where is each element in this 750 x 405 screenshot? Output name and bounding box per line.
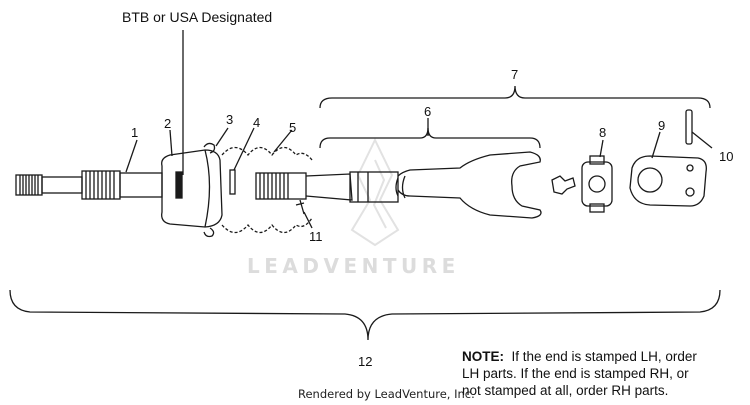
note-block: NOTE: If the end is stamped LH, order LH… [462, 348, 750, 399]
part-intermediate-shaft [255, 151, 542, 219]
leader-8 [599, 139, 604, 158]
bracket-7 [319, 85, 711, 109]
leader-11 [303, 211, 313, 229]
callout-5: 5 [289, 120, 297, 135]
callout-4: 4 [253, 115, 261, 130]
bracket-6 [319, 127, 541, 149]
callout-8: 8 [599, 125, 607, 140]
part-ring [229, 169, 236, 195]
part-cross [551, 155, 613, 213]
note-heading: NOTE: [462, 349, 504, 364]
part-boot [221, 146, 313, 234]
leader-5 [273, 129, 293, 153]
note-line-2: LH parts. If the end is stamped RH, or [462, 366, 689, 381]
part-cv-housing [161, 149, 223, 228]
callout-7: 7 [511, 67, 519, 82]
watermark-logo [350, 137, 400, 247]
leader-9 [651, 131, 661, 159]
leader-10 [691, 131, 713, 149]
part-pin-10 [685, 109, 693, 145]
leader-4 [233, 127, 255, 171]
note-line-1: If the end is stamped LH, order [511, 349, 697, 364]
callout-9: 9 [658, 118, 666, 133]
rendered-by-credit: Rendered by LeadVenture, Inc. [298, 387, 475, 401]
callout-10: 10 [719, 149, 734, 164]
note-line-3: not stamped at all, order RH parts. [462, 383, 669, 398]
leader-2 [169, 129, 173, 157]
leader-3 [215, 127, 229, 147]
callout-11: 11 [309, 229, 323, 244]
callout-6: 6 [424, 104, 432, 119]
leader-1 [125, 139, 138, 173]
callout-12: 12 [358, 354, 373, 369]
part-pin-11 [295, 199, 305, 215]
bracket-12 [9, 289, 721, 341]
designated-label: BTB or USA Designated [122, 9, 273, 25]
callout-2: 2 [164, 116, 172, 131]
part-shaft [15, 170, 163, 200]
callout-3: 3 [226, 112, 234, 127]
watermark-text: LEADVENTURE [247, 254, 460, 278]
callout-1: 1 [131, 125, 139, 140]
part-end-yoke [629, 155, 707, 207]
part-clamp [203, 142, 216, 238]
